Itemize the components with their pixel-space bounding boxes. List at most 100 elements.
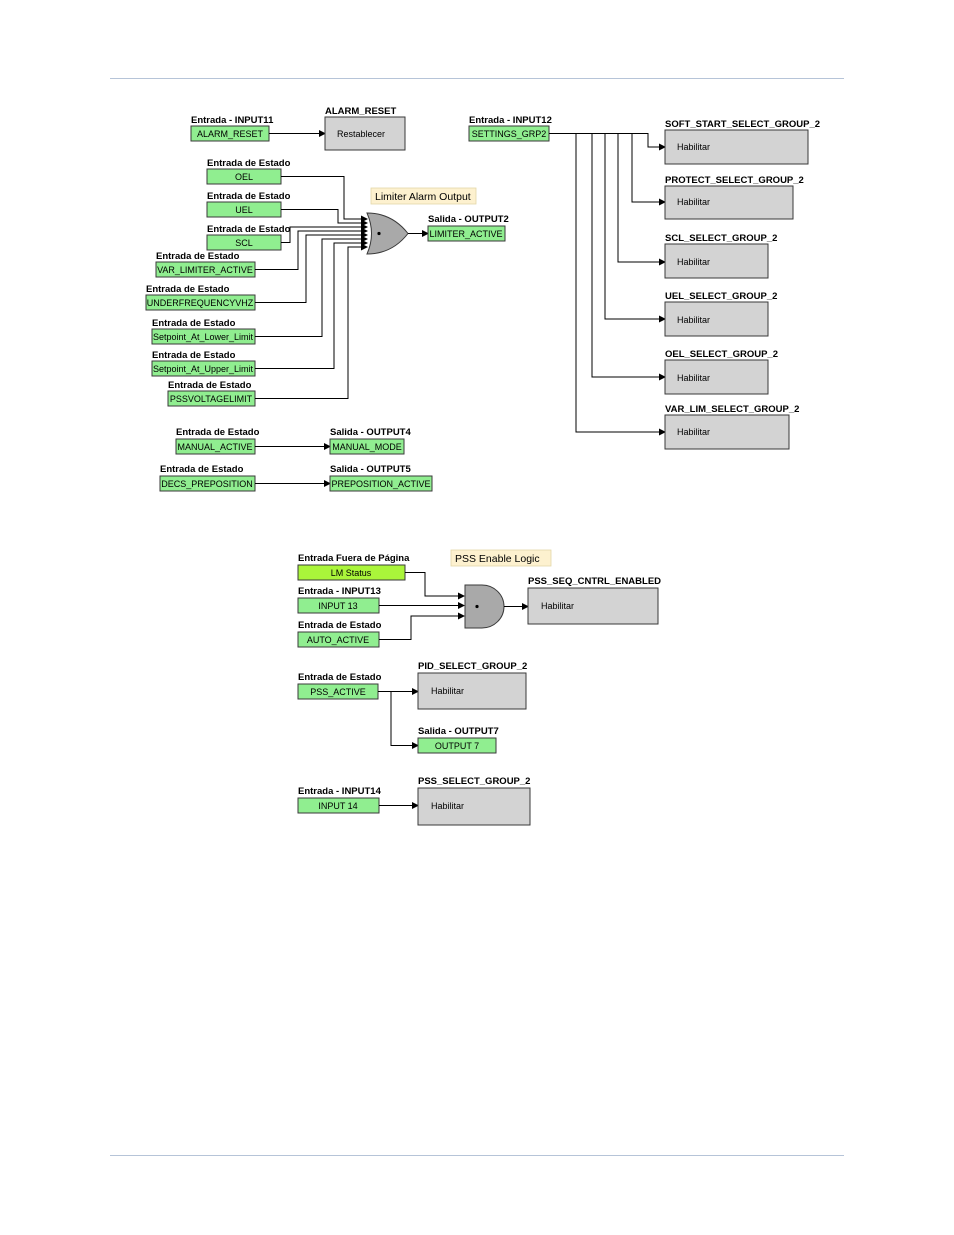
protect-block[interactable] (664, 185, 794, 220)
auto-active-label: Entrada de Estado (298, 620, 382, 631)
oel-select-title: OEL_SELECT_GROUP_2 (665, 349, 778, 360)
alarm-reset-block-port: Restablecer (337, 129, 385, 139)
var-lim-select-title: VAR_LIM_SELECT_GROUP_2 (665, 404, 799, 415)
var-limiter-input-label: Entrada de Estado (156, 251, 240, 262)
upper-limit-input-text: Setpoint_At_Upper_Limit (153, 364, 254, 374)
preposition-active-text: PREPOSITION_ACTIVE (331, 479, 430, 489)
output7-wire (390, 691, 419, 749)
scl-select-wire (549, 133, 666, 266)
protect-title: PROTECT_SELECT_GROUP_2 (665, 175, 804, 186)
scl-select-block[interactable] (664, 243, 769, 279)
oel-select-port: Habilitar (677, 373, 710, 383)
output5-label: Salida - OUTPUT5 (330, 464, 411, 475)
scl-input-label: Entrada de Estado (207, 224, 291, 235)
uel-wire (281, 209, 368, 227)
lower-limit-input-text: Setpoint_At_Lower_Limit (153, 332, 254, 342)
scl-input-text: SCL (235, 238, 253, 248)
uel-select-block[interactable] (664, 301, 769, 337)
pss-select-block[interactable] (417, 787, 531, 826)
output7-text: OUTPUT 7 (435, 741, 479, 751)
decs-group: Entrada de Estado DECS_PREPOSITION Salid… (159, 464, 433, 492)
uel-input-text: UEL (235, 205, 253, 215)
pssvoltage-input-label: Entrada de Estado (168, 380, 252, 391)
pssvoltage-wire (255, 243, 368, 399)
output7-box[interactable] (417, 737, 497, 754)
uel-select-title: UEL_SELECT_GROUP_2 (665, 291, 777, 302)
output2-label: Salida - OUTPUT2 (428, 214, 509, 225)
oel-select-block[interactable] (664, 359, 769, 395)
soft-start-title: SOFT_START_SELECT_GROUP_2 (665, 119, 820, 130)
offpage-input-label: Entrada Fuera de Página (298, 553, 410, 564)
oel-wire (281, 176, 368, 223)
underfreq-input-text: UNDERFREQUENCYVHZ (147, 298, 254, 308)
lower-limit-input-label: Entrada de Estado (152, 318, 236, 329)
lm-status-text: LM Status (331, 568, 372, 578)
settings-grp2-text: SETTINGS_GRP2 (472, 129, 547, 139)
underfreq-input-label: Entrada de Estado (146, 284, 230, 295)
limiter-group: Limiter Alarm Output Entrada de Estado O… (145, 158, 509, 407)
input14-text: INPUT 14 (318, 801, 357, 811)
or-gate[interactable] (366, 212, 409, 255)
oel-select-wire (549, 133, 666, 381)
limiter-active-text: LIMITER_ACTIVE (429, 229, 502, 239)
preposition-active-box[interactable] (329, 475, 433, 492)
var-limiter-wire (255, 227, 368, 270)
pss-select-title: PSS_SELECT_GROUP_2 (418, 776, 530, 787)
settings-group: Entrada - INPUT12 SETTINGS_GRP2 SOFT_STA… (468, 115, 820, 450)
pss-seq-title: PSS_SEQ_CNTRL_ENABLED (528, 576, 661, 587)
pss-enable-note (450, 549, 552, 567)
pss-active-text: PSS_ACTIVE (310, 687, 366, 697)
or-gate-dot (377, 231, 381, 236)
input14-label: Entrada - INPUT14 (298, 786, 382, 797)
scl-select-title: SCL_SELECT_GROUP_2 (665, 233, 777, 244)
soft-start-block[interactable] (664, 129, 809, 165)
pss-seq-block[interactable] (527, 587, 659, 625)
scl-select-port: Habilitar (677, 257, 710, 267)
pss-active-label: Entrada de Estado (298, 672, 382, 683)
soft-start-port: Habilitar (677, 142, 710, 152)
underfreq-wire (255, 231, 368, 303)
manual-mode-text: MANUAL_MODE (332, 442, 402, 452)
top-rule (110, 78, 844, 79)
alarm-reset-group: Entrada - INPUT11 ALARM_RESET ALARM_RESE… (190, 106, 406, 151)
output4-label: Salida - OUTPUT4 (330, 427, 411, 438)
auto-active-text: AUTO_ACTIVE (307, 635, 369, 645)
manual-active-text: MANUAL_ACTIVE (177, 442, 252, 452)
oel-input-label: Entrada de Estado (207, 158, 291, 169)
soft-start-wire (549, 133, 666, 151)
input13-text: INPUT 13 (318, 601, 357, 611)
manual-group: Entrada de Estado MANUAL_ACTIVE Salida -… (175, 427, 411, 455)
alarm-reset-input-text: ALARM_RESET (197, 129, 264, 139)
alarm-reset-block-title: ALARM_RESET (325, 106, 396, 117)
uel-input-label: Entrada de Estado (207, 191, 291, 202)
decs-input-label: Entrada de Estado (160, 464, 244, 475)
pssvoltage-input-text: PSSVOLTAGELIMIT (170, 394, 253, 404)
lower-limit-wire (255, 235, 368, 337)
var-lim-select-block[interactable] (664, 414, 790, 450)
decs-preposition-text: DECS_PREPOSITION (161, 479, 253, 489)
manual-mode-box[interactable] (329, 438, 405, 455)
input12-label: Entrada - INPUT12 (469, 115, 552, 126)
pid-select-block[interactable] (417, 672, 527, 710)
upper-limit-wire (255, 239, 368, 369)
auto-active-wire (379, 612, 465, 640)
limiter-note (370, 187, 477, 205)
output7-label: Salida - OUTPUT7 (418, 726, 499, 737)
oel-input-text: OEL (235, 172, 253, 182)
limiter-active-box[interactable] (427, 225, 506, 242)
alarm-reset-block[interactable] (324, 116, 406, 151)
uel-select-port: Habilitar (677, 315, 710, 325)
scl-wire (281, 223, 368, 243)
var-limiter-input-text: VAR_LIMITER_ACTIVE (157, 265, 253, 275)
var-lim-select-wire (549, 133, 666, 436)
input11-label: Entrada - INPUT11 (191, 115, 274, 126)
input13-label: Entrada - INPUT13 (298, 586, 381, 597)
pss-enable-note-text: PSS Enable Logic (455, 553, 540, 565)
protect-port: Habilitar (677, 197, 710, 207)
pss-enable-group: PSS Enable Logic Entrada Fuera de Página… (297, 549, 661, 648)
and-gate[interactable] (464, 584, 505, 629)
manual-input-label: Entrada de Estado (176, 427, 260, 438)
limiter-note-text: Limiter Alarm Output (375, 191, 471, 203)
pss-select-group: Entrada - INPUT14 INPUT 14 PSS_SELECT_GR… (297, 776, 531, 826)
